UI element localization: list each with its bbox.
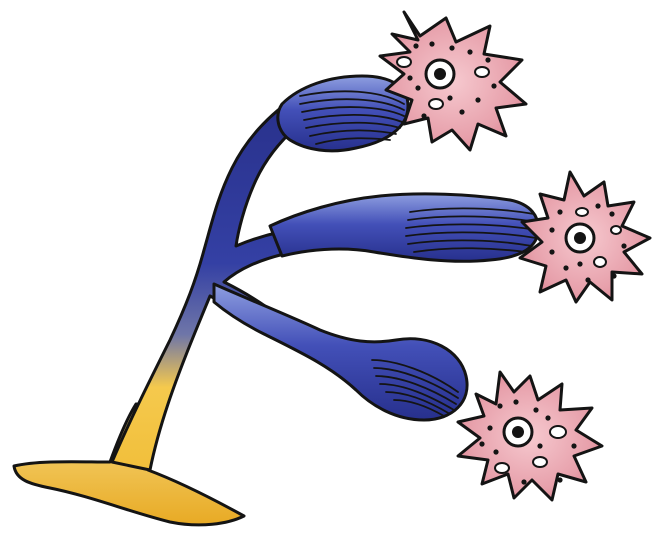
- cell-bottom: [458, 372, 602, 500]
- cell-middle: [520, 172, 650, 302]
- cell-top: [380, 12, 526, 150]
- dendrite-trunk: [112, 94, 318, 470]
- dendrite-branch-bottom: [214, 284, 467, 420]
- dendrite-branch-middle: [270, 194, 538, 261]
